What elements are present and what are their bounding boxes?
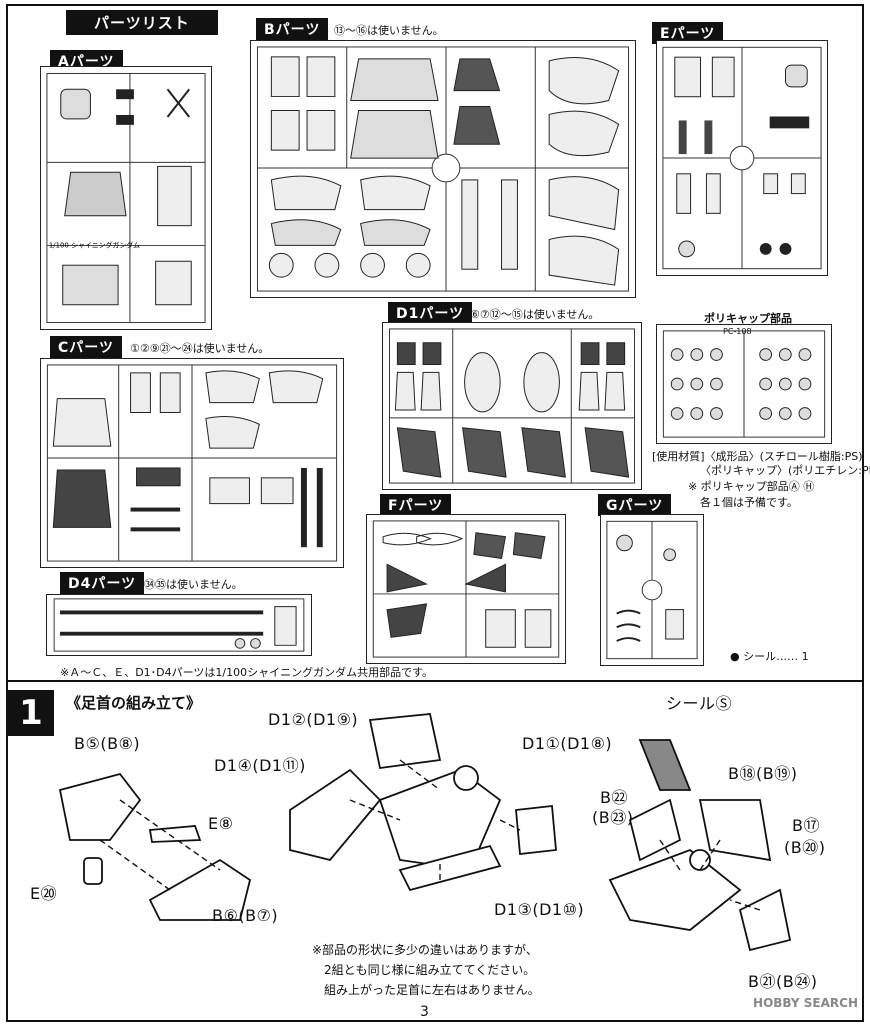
step-number: 1 [8, 690, 54, 736]
label-d12-d19: D1②(D1⑨) [268, 710, 359, 729]
watermark: HOBBY SEARCH [753, 996, 858, 1010]
f-parts-runner-drawing [372, 520, 560, 658]
e-parts-runner-drawing [662, 46, 822, 270]
seal-count: ● シール…… 1 [730, 650, 809, 663]
b-parts-note: ⑬〜⑯は使いません。 [334, 24, 444, 37]
d4-parts-runner [46, 594, 312, 656]
shared-parts-note: ※Ａ〜Ｃ、Ｅ、D1･D4パーツは1/100シャイニングガンダム共用部品です。 [60, 666, 434, 679]
label-b18-b19: B⑱(B⑲) [728, 764, 798, 783]
label-b23: (B㉓) [592, 808, 634, 827]
polycap-runner: PC-108 [656, 324, 832, 444]
e-parts-header: Eパーツ [652, 22, 724, 44]
a-parts-runner-drawing: 1/100 シャイニングガンダム [46, 72, 206, 324]
step-title: 《足首の組み立て》 [66, 694, 202, 712]
label-d14-d111: D1④(D1⑪) [214, 756, 306, 775]
polycap-runner-drawing [662, 330, 826, 438]
polycap-spare-1: ※ ポリキャップ部品Ⓐ Ⓗ [688, 480, 815, 493]
label-b17: B⑰ [792, 816, 820, 835]
polycap-material-1: [使用材質]〈成形品〉(スチロール樹脂:PS) [652, 450, 863, 463]
assembly-note-2: 2組とも同じ様に組み立ててください。 [324, 963, 536, 977]
assembly-note-3: 組み上がった足首に左右はありません。 [324, 983, 540, 997]
label-b22: B㉒ [600, 788, 628, 807]
c-parts-runner-drawing [46, 364, 338, 562]
b-parts-header: Bパーツ [256, 18, 329, 40]
e20-joint-shape [83, 857, 103, 885]
d1-parts-note: ⑥⑦⑫〜⑮は使いません。 [470, 308, 600, 321]
label-d13-d110: D1③(D1⑩) [494, 900, 585, 919]
c-parts-runner [40, 358, 344, 568]
label-e20: E⑳ [30, 884, 58, 903]
g-parts-header: Gパーツ [598, 494, 672, 516]
b-parts-runner-drawing [256, 46, 630, 292]
polycap-spare-2: 各１個は予備です。 [700, 496, 798, 509]
d1-parts-header: D1パーツ [388, 302, 473, 324]
polycap-code: PC-108 [723, 327, 752, 336]
e-parts-runner [656, 40, 828, 276]
assembly-illustration [58, 713, 792, 952]
b18-part-shape [698, 799, 772, 862]
d11-part-shape [515, 805, 557, 855]
label-b6-b7: B⑥(B⑦) [212, 906, 279, 925]
manual-page [6, 4, 864, 1022]
d1-parts-runner [382, 322, 642, 490]
b17-part-shape [608, 848, 742, 931]
d14-part-shape [289, 768, 382, 862]
d1-main-shape [378, 768, 502, 871]
a-parts-runner: 1/100 シャイニングガンダム [40, 66, 212, 330]
c-parts-note: ①②⑨㉑〜㉔は使いません。 [130, 342, 270, 355]
label-b21-b24: B㉑(B㉔) [748, 972, 818, 991]
ball-joint-right-shape [689, 849, 711, 871]
label-d11-d18: D1①(D1⑧) [522, 734, 613, 753]
d13-part-shape [398, 844, 502, 892]
b-parts-runner [250, 40, 636, 298]
polycap-material-2: 〈ポリキャップ〉(ポリエチレン:PE) [700, 464, 870, 477]
f-parts-runner [366, 514, 566, 664]
assembly-note-1: ※部品の形状に多少の違いはありますが、 [312, 943, 538, 957]
polycap-title: ポリキャップ部品 [704, 312, 792, 325]
parts-list-title: パーツリスト [66, 10, 218, 35]
label-b20: (B⑳) [784, 838, 826, 857]
d4-parts-runner-drawing [53, 598, 305, 652]
b21-part-shape [738, 888, 792, 952]
g-parts-runner [600, 514, 704, 666]
label-seal-se: シールⓈ [666, 694, 733, 713]
label-b5-b8: B⑤(B⑧) [74, 734, 141, 753]
page-number: 3 [420, 1004, 429, 1020]
b5-part-shape [58, 772, 142, 841]
seal-shape [638, 739, 692, 791]
d12-part-shape [368, 713, 442, 770]
ball-joint-shape [453, 765, 479, 791]
section-divider [6, 680, 864, 682]
e8-shaft-shape [148, 825, 202, 843]
svg-text:1/100 シャイニングガンダム: 1/100 シャイニングガンダム [49, 240, 140, 249]
b6-part-shape [148, 858, 252, 921]
b22-part-shape [628, 798, 682, 862]
c-parts-header: Cパーツ [50, 336, 122, 358]
d1-parts-runner-drawing [388, 328, 636, 484]
g-parts-runner-drawing [606, 520, 698, 660]
d4-parts-header: D4パーツ [60, 572, 145, 594]
label-e8: E⑧ [208, 814, 234, 833]
assembly-note: ※部品の形状に多少の違いはありますが、 2組とも同じ様に組み立ててください。 組… [312, 940, 540, 1000]
d4-parts-note: ㉞㉟は使いません。 [144, 578, 243, 591]
f-parts-header: Fパーツ [380, 494, 452, 516]
